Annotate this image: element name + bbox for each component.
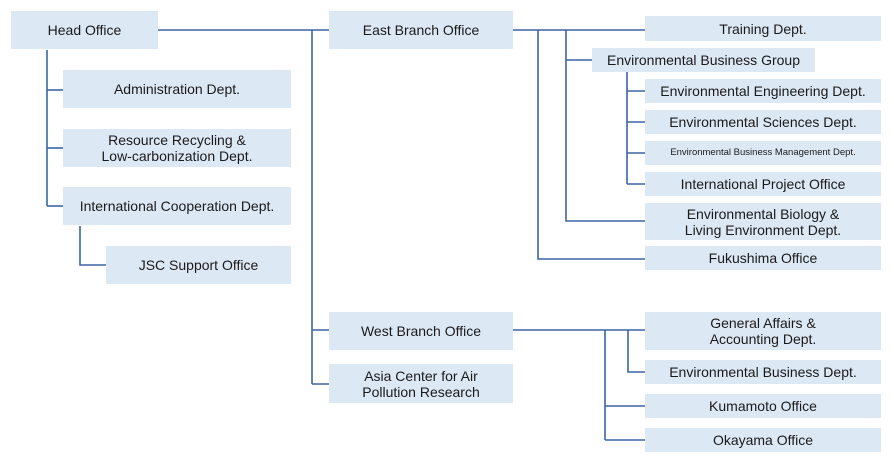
jsc-support-office-box: JSC Support Office: [106, 246, 291, 284]
okayama-office-box: Okayama Office: [645, 428, 881, 452]
international-cooperation-dept-box: International Cooperation Dept.: [63, 187, 291, 225]
env-business-group-box: Environmental Business Group: [592, 48, 815, 72]
connector-east-trunk-b: [565, 30, 645, 222]
asia-center-box: Asia Center for Air Pollution Research: [329, 364, 513, 403]
env-business-dept-box: Environmental Business Dept.: [645, 360, 881, 384]
general-affairs-dept-box: General Affairs & Accounting Dept.: [645, 312, 881, 350]
fukushima-office-box: Fukushima Office: [645, 246, 881, 270]
connector-jsc-support: [79, 226, 106, 266]
connector-env-business-dept: [627, 330, 645, 373]
env-business-management-dept-box: Environmental Business Management Dept.: [645, 141, 881, 165]
kumamoto-office-box: Kumamoto Office: [645, 394, 881, 418]
connector-east-trunk-a: [537, 30, 645, 260]
env-sciences-dept-box: Environmental Sciences Dept.: [645, 110, 881, 134]
administration-dept-box: Administration Dept.: [63, 70, 291, 108]
env-biology-dept-box: Environmental Biology & Living Environme…: [645, 203, 881, 240]
env-engineering-dept-box: Environmental Engineering Dept.: [645, 79, 881, 103]
head-office-box: Head Office: [11, 11, 158, 49]
training-dept-box: Training Dept.: [645, 16, 881, 41]
west-branch-office-box: West Branch Office: [329, 312, 513, 350]
international-project-office-box: International Project Office: [645, 172, 881, 196]
resource-recycling-dept-box: Resource Recycling & Low-carbonization D…: [63, 129, 291, 167]
east-branch-office-box: East Branch Office: [329, 11, 513, 49]
